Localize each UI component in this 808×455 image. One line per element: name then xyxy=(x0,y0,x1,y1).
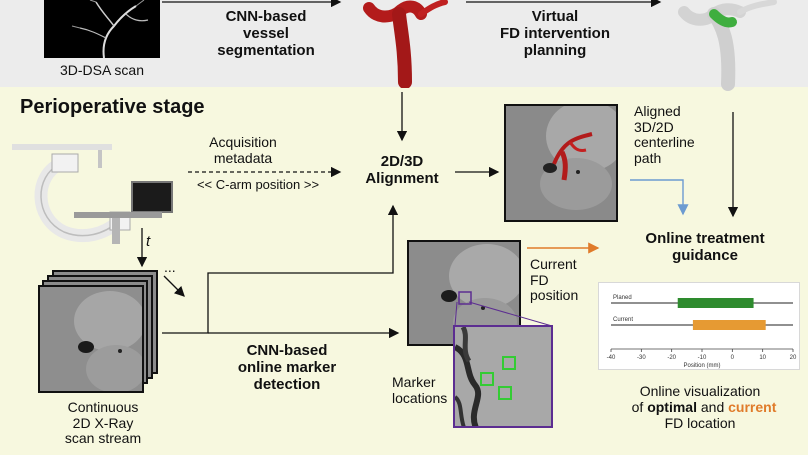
online-vis-line1: Online visualization xyxy=(639,383,761,399)
vessel-tree-illustration xyxy=(71,0,149,58)
time-axis-label: t xyxy=(146,233,151,250)
vessel-segmentation-label: CNN-based vessel segmentation xyxy=(217,8,315,59)
ellipsis-label: ... xyxy=(164,259,176,275)
c-arm-machine xyxy=(12,140,177,250)
chart-series-label-0: Planed xyxy=(613,295,632,301)
vis-of-text: of xyxy=(631,399,648,415)
segmented-vessel-model xyxy=(355,0,455,88)
xray-frame-front xyxy=(38,285,144,393)
c-arm-position-label: << C-arm position >> xyxy=(196,177,320,192)
current-fd-label: Current FD position xyxy=(530,256,579,304)
chart-bar-0 xyxy=(677,298,754,308)
online-vis-line3: FD location xyxy=(664,415,736,431)
chart-bar-1 xyxy=(692,320,766,330)
online-vis-line2: of optimal and current xyxy=(600,399,808,416)
alignment-label: 2D/3D Alignment xyxy=(365,153,439,187)
acquisition-metadata-label: Acquisition metadata xyxy=(209,134,277,166)
chart-tick-label-3: -10 xyxy=(698,355,707,361)
chart-x-label: Position (mm) xyxy=(683,363,720,369)
chart-series-label-1: Current xyxy=(613,317,633,323)
dsa-scan-label: 3D-DSA scan xyxy=(59,62,145,78)
vis-current-text: current xyxy=(728,399,777,415)
fd-planning-label: Virtual FD intervention planning xyxy=(499,8,610,59)
online-guidance-label: Online treatment guidance xyxy=(645,230,765,264)
chart-tick-label-0: -40 xyxy=(607,355,616,361)
chart-tick-label-6: 20 xyxy=(790,355,797,361)
chart-tick-label-4: 0 xyxy=(731,355,735,361)
vis-optimal-text: optimal xyxy=(647,399,697,415)
aligned-path-label: Aligned 3D/2D centerline path xyxy=(634,103,695,167)
xray-stream-label: Continuous 2D X-Ray scan stream xyxy=(64,399,142,447)
marker-zoom-crop xyxy=(453,325,553,428)
marker-detection-label: CNN-based online marker detection xyxy=(237,342,337,393)
dsa-scan-image xyxy=(44,0,160,58)
perioperative-stage-title: Perioperative stage xyxy=(20,96,205,118)
chart-tick-label-5: 10 xyxy=(759,355,766,361)
chart-tick-label-1: -30 xyxy=(637,355,646,361)
chart-tick-label-2: -20 xyxy=(667,355,676,361)
marker-locations-label: Marker locations xyxy=(392,374,448,406)
xray-frame-stack xyxy=(38,270,160,394)
vis-and-text: and xyxy=(696,399,729,415)
planned-fd-model xyxy=(670,0,780,92)
aligned-xray-image xyxy=(504,104,618,222)
